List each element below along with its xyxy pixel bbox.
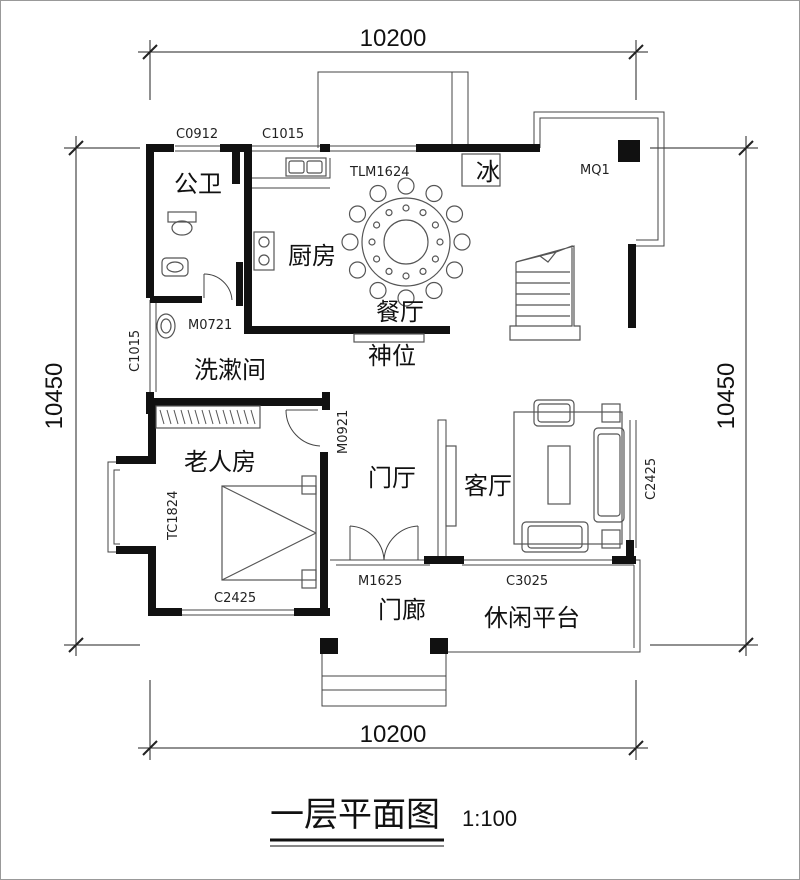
label-foyer: 门厅 (368, 464, 416, 492)
wardrobe-hanger (173, 409, 179, 425)
shrine (353, 333, 425, 343)
opening-codes: C0912 C1015 TLM1624 MQ1 M0721 C1015 M092… (128, 127, 659, 606)
dining-chair (348, 205, 367, 223)
dimension-lines (64, 40, 758, 760)
code-tlm1624: TLM1624 (349, 165, 409, 180)
place-setting (431, 255, 439, 263)
label-wash-room: 洗漱间 (194, 356, 266, 384)
place-setting (373, 221, 381, 229)
code-tc1824: TC1824 (166, 491, 181, 541)
dining-chair (369, 281, 387, 300)
kitchen-fixtures (253, 153, 501, 271)
wardrobe-hanger (243, 409, 249, 425)
label-porch: 门廊 (378, 596, 426, 624)
code-m0721: M0721 (188, 318, 232, 333)
label-dining: 餐厅 (376, 298, 424, 326)
label-elder-room: 老人房 (184, 448, 256, 476)
dining-chair (425, 281, 443, 300)
wardrobe-hanger (215, 409, 221, 425)
place-setting (419, 267, 427, 275)
place-setting (436, 238, 444, 246)
place-setting (373, 255, 381, 263)
code-c0912: C0912 (176, 127, 218, 142)
dining-chair (425, 184, 443, 203)
label-terrace: 休闲平台 (484, 604, 580, 632)
code-m0921: M0921 (336, 410, 351, 454)
place-setting (431, 221, 439, 229)
dim-right: 10450 (713, 363, 740, 430)
wardrobe-hanger (208, 409, 214, 425)
place-setting (402, 272, 410, 280)
wardrobe-hanger (159, 409, 165, 425)
wardrobe-hanger (236, 409, 242, 425)
doors (203, 273, 419, 561)
code-c3025: C3025 (506, 574, 548, 589)
dining-chair (397, 177, 415, 195)
code-mq1: MQ1 (580, 163, 610, 178)
dining-chair (397, 289, 415, 307)
label-living: 客厅 (464, 472, 512, 500)
dining-chair (453, 233, 471, 251)
label-fridge: 冰 (476, 158, 500, 186)
drawing-scale: 1:100 (462, 806, 517, 831)
place-setting (402, 204, 410, 212)
label-kitchen: 厨房 (288, 242, 336, 270)
dining-chair (445, 205, 464, 223)
dining-chair (341, 233, 359, 251)
dining-chair (445, 261, 464, 279)
wardrobe-hanger (201, 409, 207, 425)
walls (116, 140, 640, 654)
dining-chair (348, 261, 367, 279)
place-setting (385, 209, 393, 217)
place-setting (368, 238, 376, 246)
wardrobe-hanger (250, 409, 256, 425)
dim-top: 10200 (360, 25, 427, 52)
code-c2425-side: C2425 (644, 458, 659, 500)
wardrobe-hanger (166, 409, 172, 425)
label-shrine: 神位 (368, 342, 416, 370)
dining-chair (369, 184, 387, 203)
wardrobe-hanger (222, 409, 228, 425)
outline-lines (107, 71, 665, 707)
code-c1015-top: C1015 (262, 127, 304, 142)
wardrobe-hanger (194, 409, 200, 425)
elder-room-furniture (155, 405, 317, 589)
staircase (509, 245, 581, 341)
dining-table (341, 177, 471, 307)
dim-bottom: 10200 (360, 721, 427, 748)
living-furniture (445, 399, 625, 553)
code-m1625: M1625 (358, 574, 402, 589)
place-setting (385, 267, 393, 275)
place-setting (419, 209, 427, 217)
dim-left: 10450 (41, 363, 68, 430)
label-public-wc: 公卫 (174, 170, 222, 198)
wardrobe-hanger (229, 409, 235, 425)
drawing-title: 一层平面图 (270, 795, 440, 835)
room-labels: 公卫 厨房 餐厅 冰 神位 洗漱间 老人房 门厅 客厅 门廊 休闲平台 (174, 158, 580, 632)
wardrobe-hanger (180, 409, 186, 425)
wardrobe-hanger (187, 409, 193, 425)
code-c2425-bottom: C2425 (214, 591, 256, 606)
wc-fixtures (156, 211, 197, 339)
code-c1015-side: C1015 (128, 330, 143, 372)
